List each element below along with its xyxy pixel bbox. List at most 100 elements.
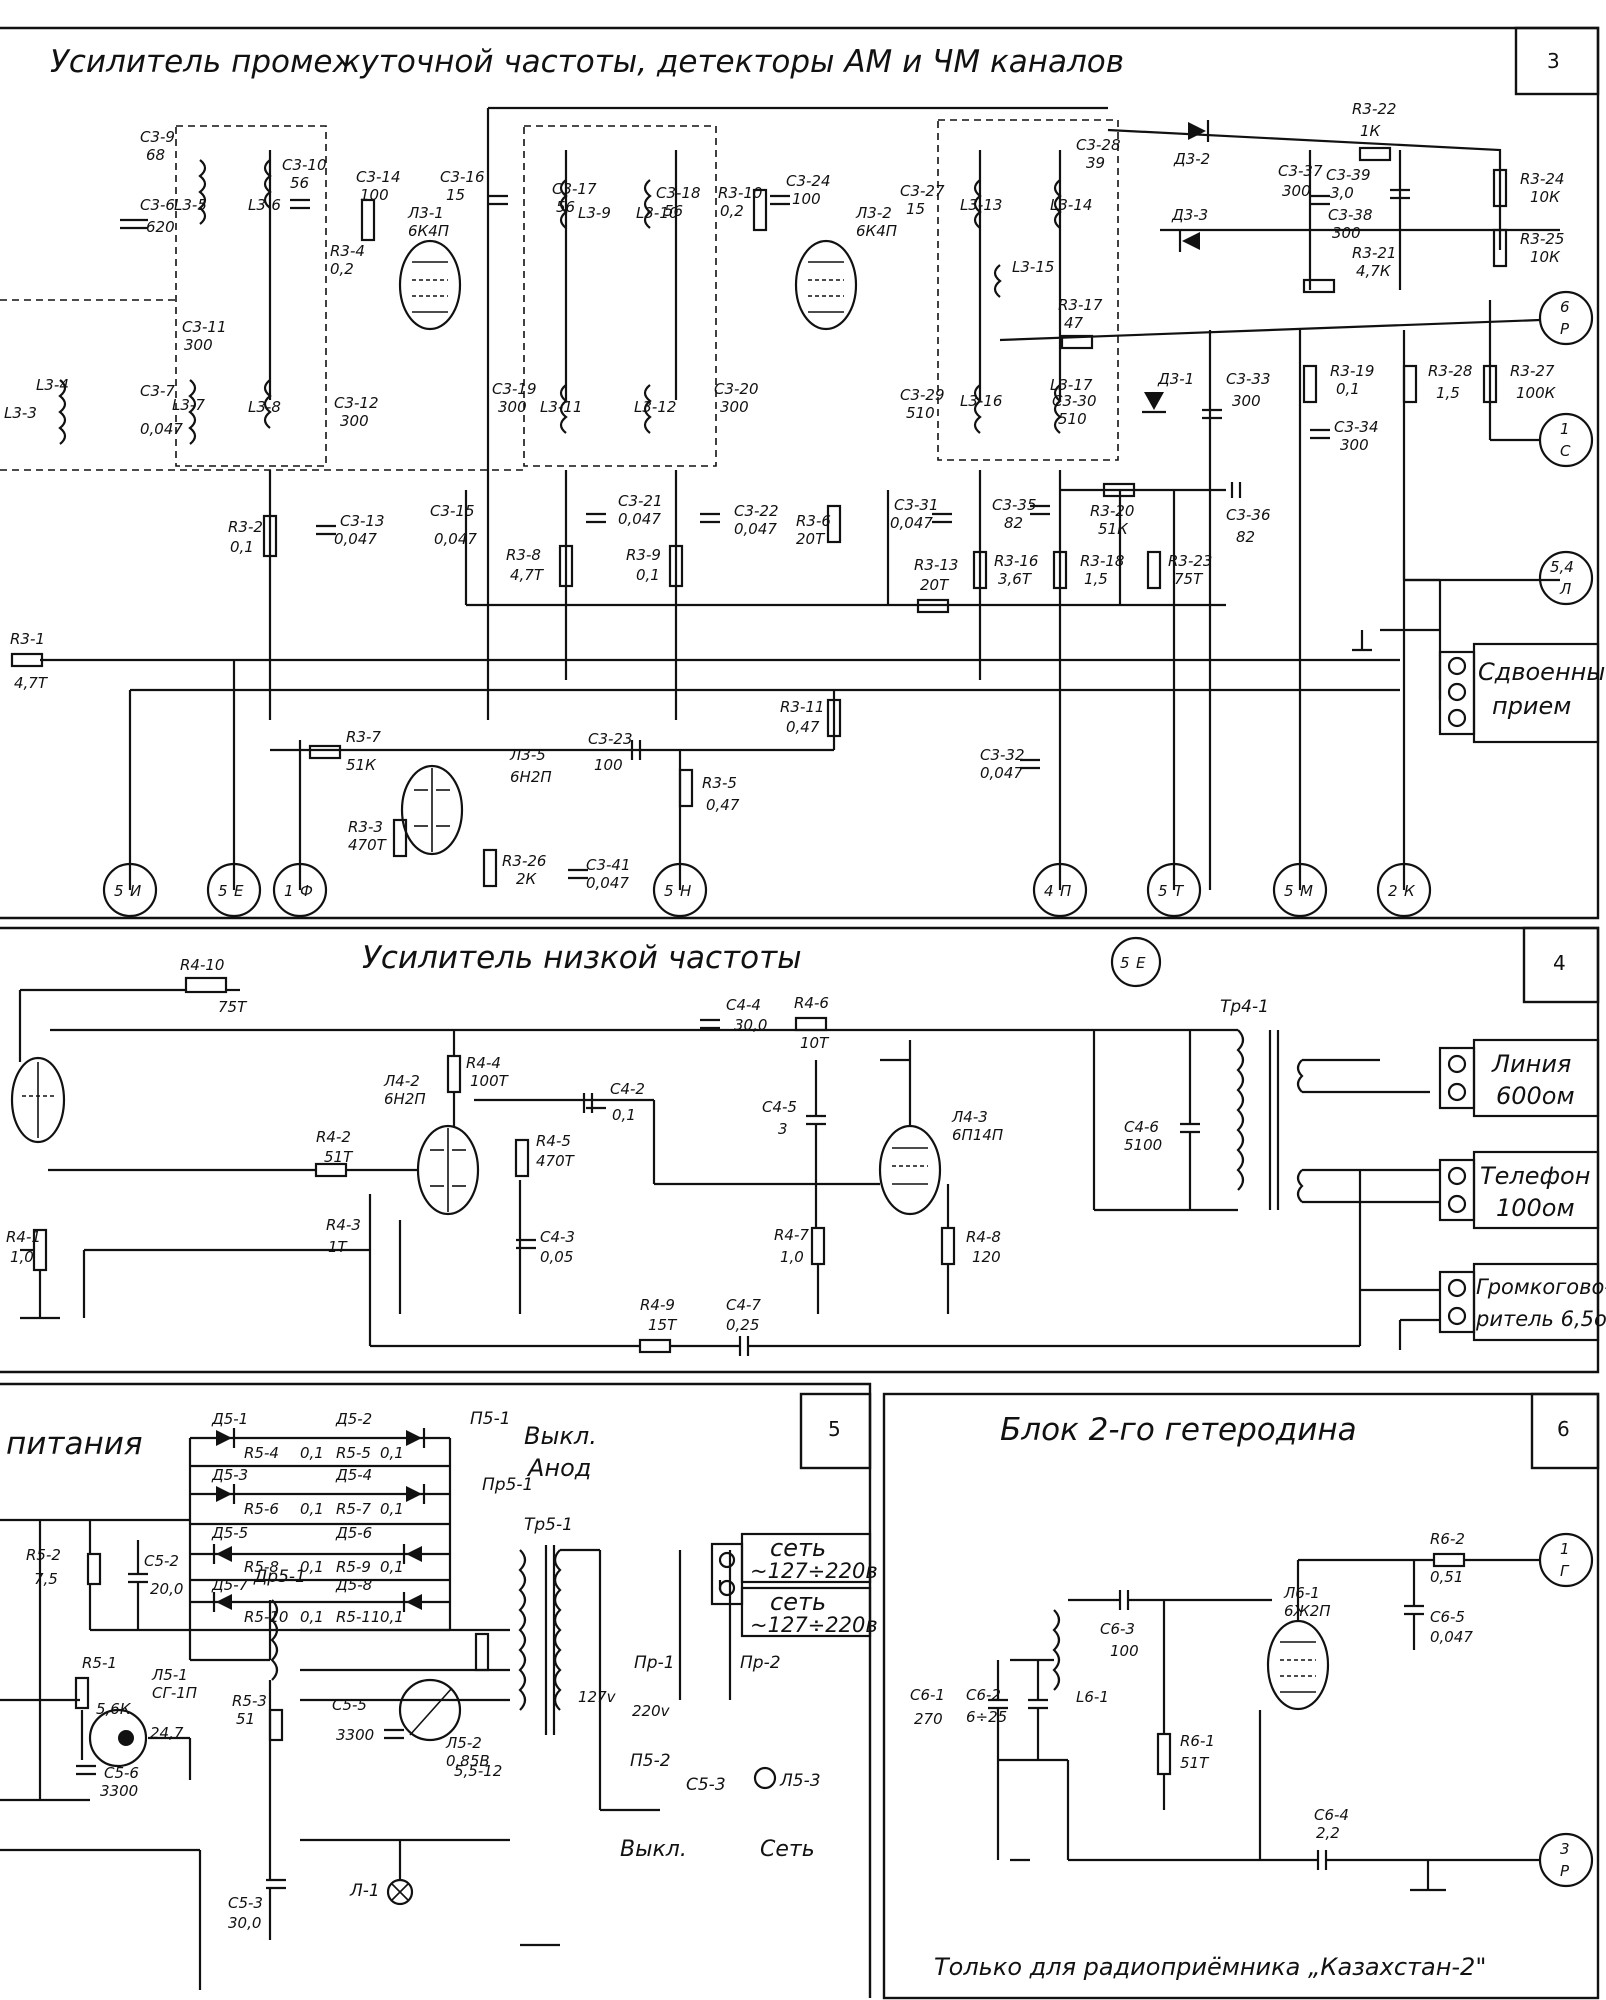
schematic-label: Д5-4 xyxy=(335,1466,372,1484)
schematic-label: С3-28 xyxy=(1076,136,1121,154)
schematic-label: 7,5 xyxy=(34,1570,58,1588)
schematic-label: 0,25 xyxy=(726,1316,759,1334)
schematic-label: С6-5 xyxy=(1430,1608,1465,1626)
schematic-label: L3-16 xyxy=(960,392,1002,410)
inductor-labels: L3-3 L3-4 L3-5 L3-6 L3-7 L3-8 L3-9 L3-10… xyxy=(4,196,1109,1706)
schematic-label: R3-7 xyxy=(346,728,381,746)
tube-type: 6К4П xyxy=(856,222,897,240)
schematic-label: R3-13 xyxy=(914,556,958,574)
schematic-label: С3-12 xyxy=(334,394,379,412)
tube-left-stage xyxy=(10,1056,66,1144)
schematic-label: С6-3 xyxy=(1100,1620,1135,1638)
schematic-label: R3-2 xyxy=(228,518,263,536)
schematic-label: Д5-7 xyxy=(211,1576,249,1594)
section5-wiring xyxy=(0,1436,732,1990)
schematic-label: Тр4-1 xyxy=(1220,997,1269,1017)
schematic-label: 100Т xyxy=(470,1072,510,1090)
schematic-label: 0,047 xyxy=(1430,1628,1473,1646)
schematic-label: R3-17 xyxy=(1058,296,1103,314)
schematic-label: С3-38 xyxy=(1328,206,1373,224)
tube-l3-1 xyxy=(398,239,462,331)
schematic-label: Пр-2 xyxy=(740,1653,781,1673)
section3-number: 3 xyxy=(1547,49,1560,73)
schematic-label: Д5-8 xyxy=(335,1576,372,1594)
schematic-label: Д5-1 xyxy=(211,1410,248,1428)
section-frames xyxy=(0,26,1600,2000)
schematic-label: 300 xyxy=(1232,392,1261,410)
schematic-label: 82 xyxy=(1004,514,1023,532)
tube-l3-2 xyxy=(794,239,858,331)
schematic-label: R4-8 xyxy=(966,1228,1001,1246)
schematic-label: Д3-3 xyxy=(1171,206,1208,224)
schematic-label: R4-3 xyxy=(326,1216,361,1234)
schematic-label: R6-2 xyxy=(1430,1530,1465,1548)
diode-labels: Д3-2 Д3-3 Д3-1 Д5-1 Д5-2 Д5-3 Д5-4 Д5-5 … xyxy=(211,150,1210,1594)
schematic-label: 5100 xyxy=(1124,1136,1162,1154)
schematic-label: R3-3 xyxy=(348,818,383,836)
schematic-label: R4-2 xyxy=(316,1128,351,1146)
schematic-label: L6-1 xyxy=(1076,1688,1109,1706)
schematic-label: Л xyxy=(1559,580,1571,598)
schematic-label: С3-24 xyxy=(786,172,831,190)
schematic-label: 1,0 xyxy=(780,1248,804,1266)
schematic-label: 0,047 xyxy=(618,510,661,528)
schematic-label: 51Т xyxy=(324,1148,354,1166)
schematic-label: 56 xyxy=(664,202,683,220)
tube-l4-2 xyxy=(416,1124,480,1216)
schematic-label: С4-6 xyxy=(1124,1118,1159,1136)
schematic-label: R4-7 xyxy=(774,1226,809,1244)
schematic-label: 0,1 xyxy=(230,538,254,556)
schematic-label: 0,51 xyxy=(1430,1568,1463,1586)
schematic-label: 1Т xyxy=(328,1238,349,1256)
schematic-label: 51К xyxy=(346,756,377,774)
schematic-label: 3300 xyxy=(336,1726,374,1744)
schematic-label: Р xyxy=(1560,320,1570,338)
schematic-label: 300 xyxy=(1340,436,1369,454)
tube-type: 6П14П xyxy=(952,1126,1003,1144)
schematic-label: С3-21 xyxy=(618,492,663,510)
schematic-label: С3-13 xyxy=(340,512,385,530)
schematic-label: L3-9 xyxy=(578,204,611,222)
schematic-label: 0,1 xyxy=(1336,380,1360,398)
schematic-label: Д5-5 xyxy=(211,1524,248,1542)
schematic-label: L3-12 xyxy=(634,398,676,416)
schematic-label: 1 xyxy=(284,882,294,900)
schematic-label: R5-3 xyxy=(232,1692,267,1710)
schematic-label: 300 xyxy=(498,398,527,416)
schematic-label: R3-19 xyxy=(1330,362,1374,380)
schematic-label: 3 xyxy=(778,1120,788,1138)
schematic-label: Н xyxy=(680,882,691,900)
tube-type: 6Н2П xyxy=(384,1090,426,1108)
schematic-label: Выкл. xyxy=(524,1422,597,1450)
tube-label: Л5-1 xyxy=(151,1666,188,1684)
schematic-label: П5-2 xyxy=(630,1751,671,1771)
schematic-label: R3-24 xyxy=(1520,170,1564,188)
schematic-label: 100К xyxy=(1516,384,1557,402)
section6-number: 6 xyxy=(1557,1417,1570,1441)
coil-symbols xyxy=(58,159,1304,1735)
schematic-label: 0,047 xyxy=(140,420,183,438)
section3-wiring xyxy=(0,106,1560,890)
schematic-label: С3-16 xyxy=(440,168,485,186)
schematic-label: R4-4 xyxy=(466,1054,501,1072)
schematic-label: 0,1 xyxy=(612,1106,636,1124)
schematic-label: 3 xyxy=(1560,1840,1570,1858)
schematic-label: 6 xyxy=(1560,298,1570,316)
schematic-label: L3-4 xyxy=(36,376,69,394)
schematic-label: 0,1 xyxy=(380,1500,404,1518)
schematic-label: 0,47 xyxy=(706,796,740,814)
schematic-label: 3300 xyxy=(100,1782,138,1800)
section6-wiring xyxy=(996,1558,1540,1892)
schematic-label: Тр5-1 xyxy=(524,1515,573,1535)
schematic-label: R5-8 xyxy=(244,1558,279,1576)
schematic-label: 1 xyxy=(1560,1540,1570,1558)
schematic-label: С3-33 xyxy=(1226,370,1271,388)
schematic-label: сеть xyxy=(770,1534,826,1562)
schematic-label: С3-14 xyxy=(356,168,401,186)
schematic-label: С5-6 xyxy=(104,1764,139,1782)
schematic-label: R4-1 xyxy=(6,1228,41,1246)
schematic-label: С4-4 xyxy=(726,996,761,1014)
schematic-label: L3-3 xyxy=(4,404,37,422)
schematic-label: С4-7 xyxy=(726,1296,761,1314)
